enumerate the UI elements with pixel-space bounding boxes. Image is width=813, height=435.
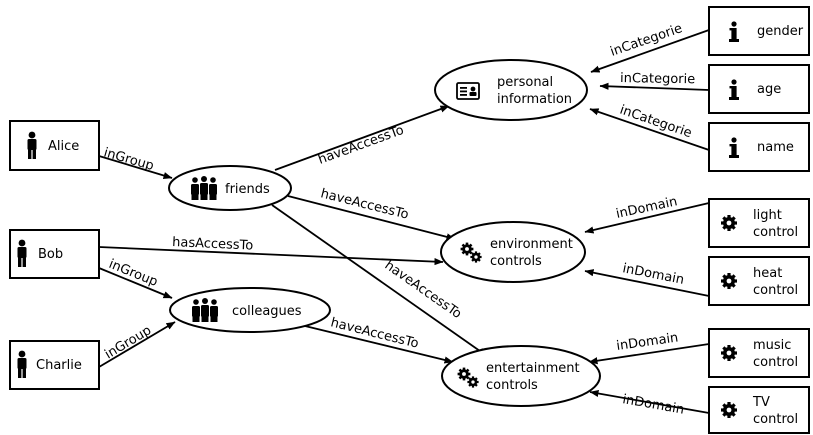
node-label: Charlie bbox=[36, 358, 82, 373]
id-card-icon bbox=[456, 82, 480, 100]
node-label-line2: controls bbox=[486, 378, 538, 393]
edge-heat-environment bbox=[584, 269, 710, 297]
node-label: Bob bbox=[38, 247, 63, 262]
node-charlie: Charlie bbox=[9, 340, 100, 390]
node-label: name bbox=[757, 140, 794, 155]
edge-label-alice-friends: inGroup bbox=[102, 145, 156, 174]
edge-tv-entertainment bbox=[589, 389, 710, 414]
edge-friends-environment bbox=[287, 195, 456, 241]
node-personal-information: personal information bbox=[434, 59, 588, 121]
edge-label-friends-personal: haveAccessTo bbox=[316, 123, 406, 168]
edge-name-personal bbox=[589, 108, 710, 151]
node-label: gender bbox=[757, 24, 804, 39]
edge-charlie-colleagues bbox=[98, 321, 176, 368]
node-heat-control: heat control bbox=[708, 256, 810, 306]
node-label-line2: control bbox=[753, 283, 798, 298]
edge-alice-friends bbox=[98, 155, 173, 179]
edge-label-bob-environment: hasAccessTo bbox=[172, 235, 254, 254]
node-label-line1: music bbox=[753, 338, 791, 353]
node-environment-controls: environment controls bbox=[440, 221, 586, 283]
node-label: colleagues bbox=[232, 304, 302, 319]
node-label-line2: controls bbox=[490, 254, 542, 269]
gear-icon bbox=[721, 215, 737, 231]
gear-icon bbox=[721, 273, 737, 289]
node-label-line1: TV bbox=[752, 395, 770, 410]
edge-label-tv-entertainment: inDomain bbox=[621, 392, 685, 418]
edge-bob-environment bbox=[98, 246, 444, 266]
node-label-line1: personal bbox=[497, 75, 553, 90]
node-bob: Bob bbox=[9, 229, 100, 279]
node-label-line2: control bbox=[753, 412, 798, 427]
edge-music-entertainment bbox=[588, 343, 710, 365]
node-music-control: music control bbox=[708, 328, 810, 378]
group-icon bbox=[192, 298, 218, 322]
node-light-control: light control bbox=[708, 198, 810, 248]
node-tv-control: TV control bbox=[708, 386, 810, 434]
edge-label-bob-colleagues: inGroup bbox=[107, 257, 160, 290]
node-label: age bbox=[757, 82, 781, 97]
edge-label-gender-personal: inCategorie bbox=[608, 21, 684, 60]
node-label-line1: heat bbox=[753, 266, 782, 281]
edge-age-personal bbox=[599, 82, 710, 91]
edge-friends-entertainment bbox=[271, 204, 488, 357]
edge-label-friends-environment: haveAccessTo bbox=[319, 186, 410, 222]
edge-light-environment bbox=[584, 202, 710, 234]
group-icon bbox=[191, 176, 217, 200]
node-label-line1: entertainment bbox=[486, 361, 580, 376]
node-label-line2: information bbox=[497, 92, 572, 107]
edge-label-age-personal: inCategorie bbox=[620, 71, 695, 87]
node-name: name bbox=[708, 122, 810, 172]
node-label-line2: control bbox=[753, 355, 798, 370]
node-label-line1: environment bbox=[490, 237, 573, 252]
node-entertainment-controls: entertainment controls bbox=[441, 345, 601, 407]
edge-label-heat-environment: inDomain bbox=[621, 261, 685, 288]
node-label-line2: control bbox=[753, 225, 798, 240]
node-age: age bbox=[708, 64, 810, 114]
edge-friends-personal bbox=[274, 105, 450, 171]
node-label: friends bbox=[225, 182, 270, 197]
edge-label-charlie-colleagues: inGroup bbox=[102, 323, 154, 362]
node-label-line1: light bbox=[753, 208, 782, 223]
gear-icon bbox=[721, 345, 737, 361]
node-friends: friends bbox=[168, 165, 292, 211]
node-alice: Alice bbox=[9, 120, 100, 171]
edge-colleagues-entertainment bbox=[304, 325, 454, 364]
node-gender: gender bbox=[708, 6, 810, 56]
edges bbox=[98, 29, 710, 414]
edge-labels: inGroup inGroup inGroup hasAccessTo have… bbox=[102, 21, 695, 418]
gear-icon bbox=[721, 402, 737, 418]
edge-label-colleagues-entertainment: haveAccessTo bbox=[329, 315, 420, 351]
edge-gender-personal bbox=[590, 29, 710, 73]
edge-bob-colleagues bbox=[98, 267, 173, 299]
node-colleagues: colleagues bbox=[169, 287, 331, 333]
node-label: Alice bbox=[48, 139, 79, 154]
